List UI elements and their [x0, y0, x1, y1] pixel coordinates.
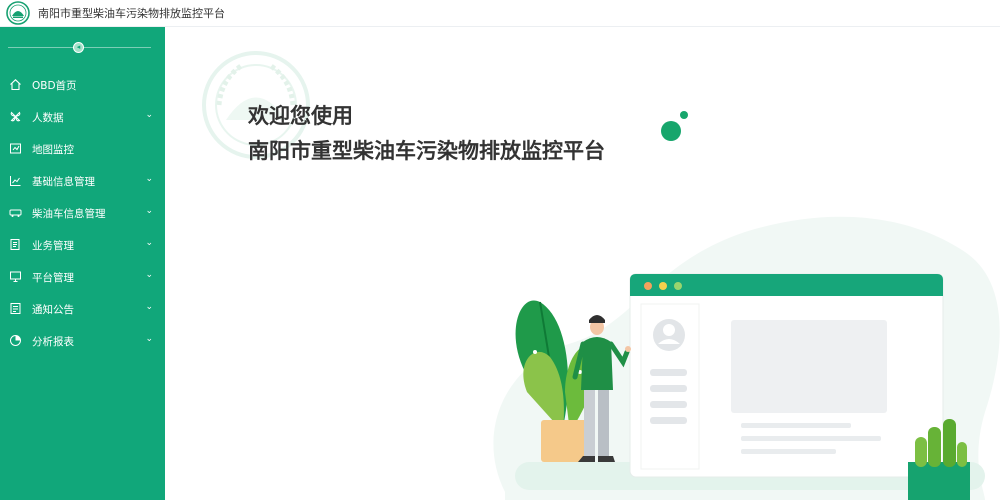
sidebar-collapse-row: ◂: [0, 39, 165, 55]
document-icon: [10, 239, 20, 250]
sidebar-item-label: 地图监控: [32, 144, 74, 156]
sidebar: ◂ OBD首页 人数据 ⌄ 地图监控 基础信息管理 ⌄ 柴油车信息管理 ⌄: [0, 27, 165, 500]
sidebar-item-data[interactable]: 人数据 ⌄: [0, 101, 165, 133]
welcome-illustration: [493, 216, 1000, 500]
sidebar-item-map-monitor[interactable]: 地图监控: [0, 133, 165, 165]
sidebar-item-label: 柴油车信息管理: [32, 208, 106, 220]
sidebar-item-diesel-vehicle[interactable]: 柴油车信息管理 ⌄: [0, 197, 165, 229]
sidebar-item-notice[interactable]: 通知公告 ⌄: [0, 293, 165, 325]
sidebar-item-label: 平台管理: [32, 272, 74, 284]
chevron-down-icon: ⌄: [145, 174, 153, 184]
chevron-down-icon: ⌄: [145, 238, 153, 248]
chart-board-icon: [10, 176, 21, 186]
sidebar-item-basic-info[interactable]: 基础信息管理 ⌄: [0, 165, 165, 197]
sidebar-menu: OBD首页 人数据 ⌄ 地图监控 基础信息管理 ⌄ 柴油车信息管理 ⌄ 业务管理: [0, 69, 165, 357]
home-icon: [10, 79, 21, 91]
chevron-down-icon: ⌄: [145, 270, 153, 280]
platform-name-heading: 南阳市重型柴油车污染物排放监控平台: [248, 139, 605, 163]
sidebar-item-label: OBD首页: [32, 80, 77, 92]
emblem-watermark-icon: [202, 51, 310, 159]
sidebar-item-label: 业务管理: [32, 240, 74, 252]
chevron-down-icon: ⌄: [145, 206, 153, 216]
chevron-down-icon: ⌄: [145, 334, 153, 344]
sidebar-item-obd-home[interactable]: OBD首页: [0, 69, 165, 101]
fan-icon: [10, 111, 21, 122]
notice-icon: [10, 303, 21, 314]
monitor-icon: [10, 271, 21, 282]
sidebar-item-label: 通知公告: [32, 304, 74, 316]
map-icon: [10, 143, 21, 154]
collapse-arrow-icon[interactable]: ◂: [73, 42, 84, 53]
decorative-dots-icon: [661, 111, 688, 141]
chevron-down-icon: ⌄: [145, 110, 153, 120]
welcome-heading: 欢迎您使用: [248, 104, 353, 128]
sidebar-item-reports[interactable]: 分析报表 ⌄: [0, 325, 165, 357]
top-bar: 南阳市重型柴油车污染物排放监控平台: [0, 0, 1000, 27]
main-content: 欢迎您使用 南阳市重型柴油车污染物排放监控平台: [165, 27, 1000, 500]
sidebar-item-platform[interactable]: 平台管理 ⌄: [0, 261, 165, 293]
sidebar-item-label: 基础信息管理: [32, 176, 95, 188]
vehicle-icon: [9, 209, 22, 217]
pie-chart-icon: [10, 335, 21, 346]
sidebar-item-business[interactable]: 业务管理 ⌄: [0, 229, 165, 261]
chevron-down-icon: ⌄: [145, 302, 153, 312]
environment-emblem-icon: [6, 1, 30, 25]
sidebar-item-label: 人数据: [32, 112, 64, 124]
sidebar-item-label: 分析报表: [32, 336, 74, 348]
app-title: 南阳市重型柴油车污染物排放监控平台: [38, 7, 225, 20]
